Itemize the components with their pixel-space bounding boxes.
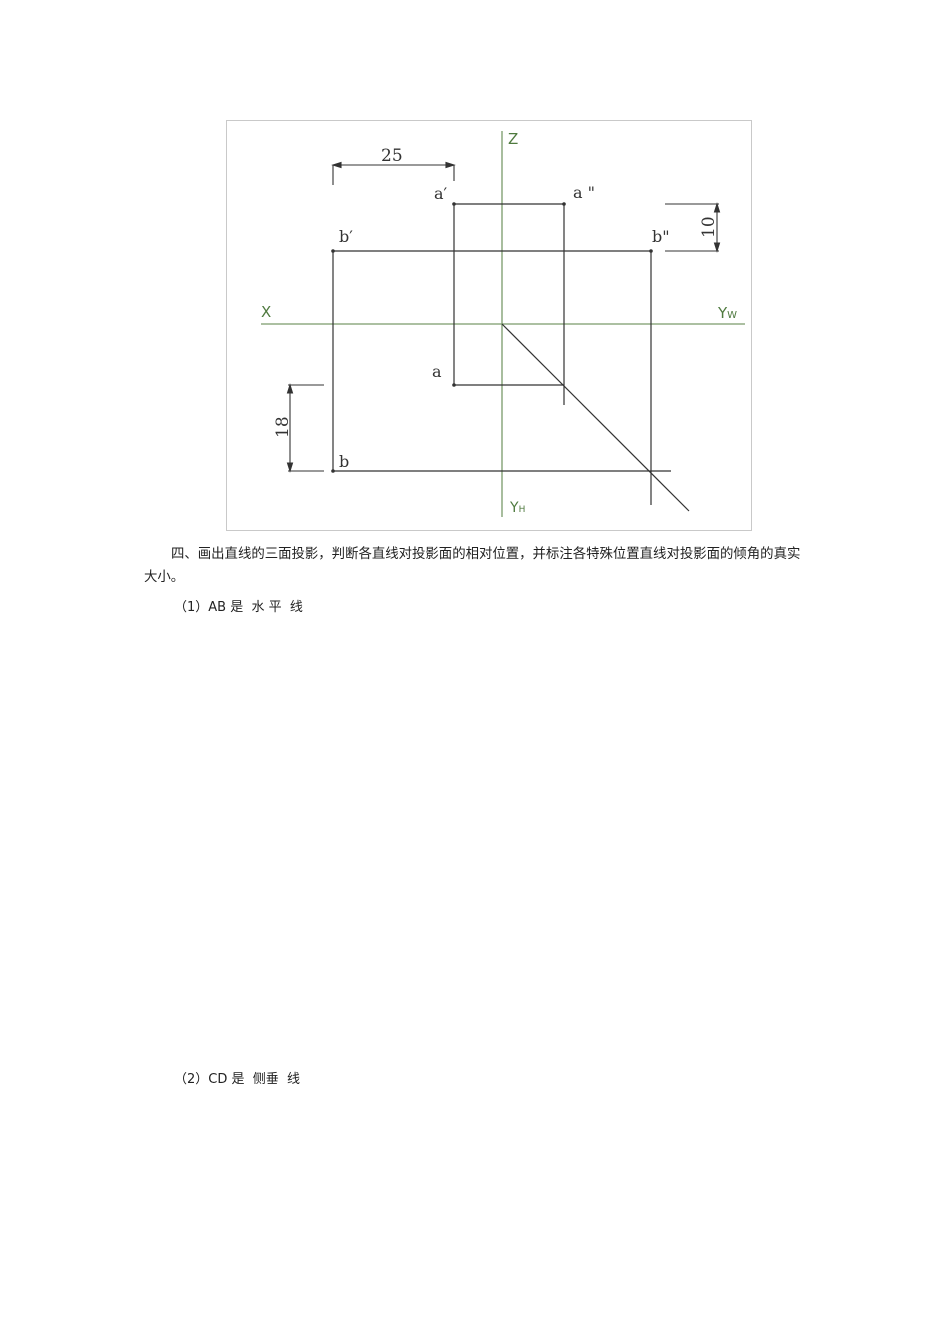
label-a-side: a " (573, 183, 595, 202)
projection-figure: Z X YW YH a′ a " b′ b" a b 25 10 18 (226, 120, 752, 531)
point-a-top (452, 383, 456, 387)
point-b-top (331, 469, 335, 473)
answer-ab: （1）AB 是 水 平 线 (174, 600, 303, 615)
projection-drawing: Z X YW YH a′ a " b′ b" a b 25 10 18 (261, 130, 745, 517)
miter-line (501, 323, 690, 512)
dimension-10-label: 10 (699, 216, 719, 238)
label-a-front: a′ (434, 184, 448, 203)
dimension-10 (665, 202, 721, 253)
yw-axis-label: YW (717, 304, 737, 322)
label-b-front: b′ (339, 227, 353, 246)
question-paragraph: 四、画出直线的三面投影，判断各直线对投影面的相对位置，并标注各特殊位置直线对投影… (144, 543, 808, 589)
dimension-25-label: 25 (381, 146, 403, 166)
x-axis-label: X (261, 303, 271, 321)
label-b-side: b" (652, 227, 670, 246)
label-b-top: b (339, 452, 349, 471)
label-a-top: a (432, 362, 442, 381)
point-a-front (452, 202, 456, 206)
yh-axis-label: YH (509, 500, 525, 516)
dimension-25 (331, 161, 456, 185)
point-a-side (562, 202, 566, 206)
dimension-18 (286, 383, 324, 473)
dimension-18-label: 18 (273, 416, 293, 438)
z-axis-label: Z (508, 130, 518, 148)
point-b-front (331, 249, 335, 253)
answer-cd: （2）CD 是 侧垂 线 (174, 1072, 301, 1087)
point-b-side (649, 249, 653, 253)
question-text: 四、画出直线的三面投影，判断各直线对投影面的相对位置，并标注各特殊位置直线对投影… (144, 547, 801, 585)
